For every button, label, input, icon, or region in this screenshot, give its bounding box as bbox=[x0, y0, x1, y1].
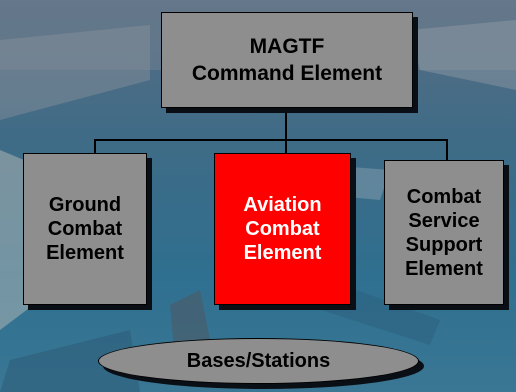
css-line2: Service bbox=[408, 209, 480, 232]
connector-drop-css bbox=[446, 139, 448, 160]
ground-combat-element-box: Ground Combat Element bbox=[23, 153, 147, 305]
bases-stations-ellipse: Bases/Stations bbox=[98, 338, 419, 384]
command-line2: Command Element bbox=[191, 62, 383, 85]
bases-label: Bases/Stations bbox=[186, 349, 331, 372]
css-line4: Element bbox=[405, 257, 483, 280]
connector-vertical-top bbox=[285, 108, 287, 140]
magtf-command-element-box: MAGTF Command Element bbox=[161, 12, 413, 108]
connector-drop-aviation bbox=[285, 139, 287, 153]
css-line1: Combat bbox=[406, 185, 482, 208]
connector-drop-ground bbox=[94, 139, 96, 153]
ground-line1: Ground bbox=[48, 194, 122, 216]
ground-line3: Element bbox=[46, 242, 124, 264]
aviation-line2: Combat bbox=[245, 218, 320, 240]
connector-horizontal bbox=[94, 139, 448, 141]
aviation-combat-element-box: Aviation Combat Element bbox=[214, 153, 351, 305]
ground-line2: Combat bbox=[47, 218, 123, 240]
css-line3: Support bbox=[405, 233, 483, 256]
aviation-line1: Aviation bbox=[243, 194, 322, 216]
command-line1: MAGTF bbox=[249, 35, 325, 58]
combat-service-support-element-box: Combat Service Support Element bbox=[384, 160, 504, 305]
aviation-line3: Element bbox=[243, 242, 322, 264]
